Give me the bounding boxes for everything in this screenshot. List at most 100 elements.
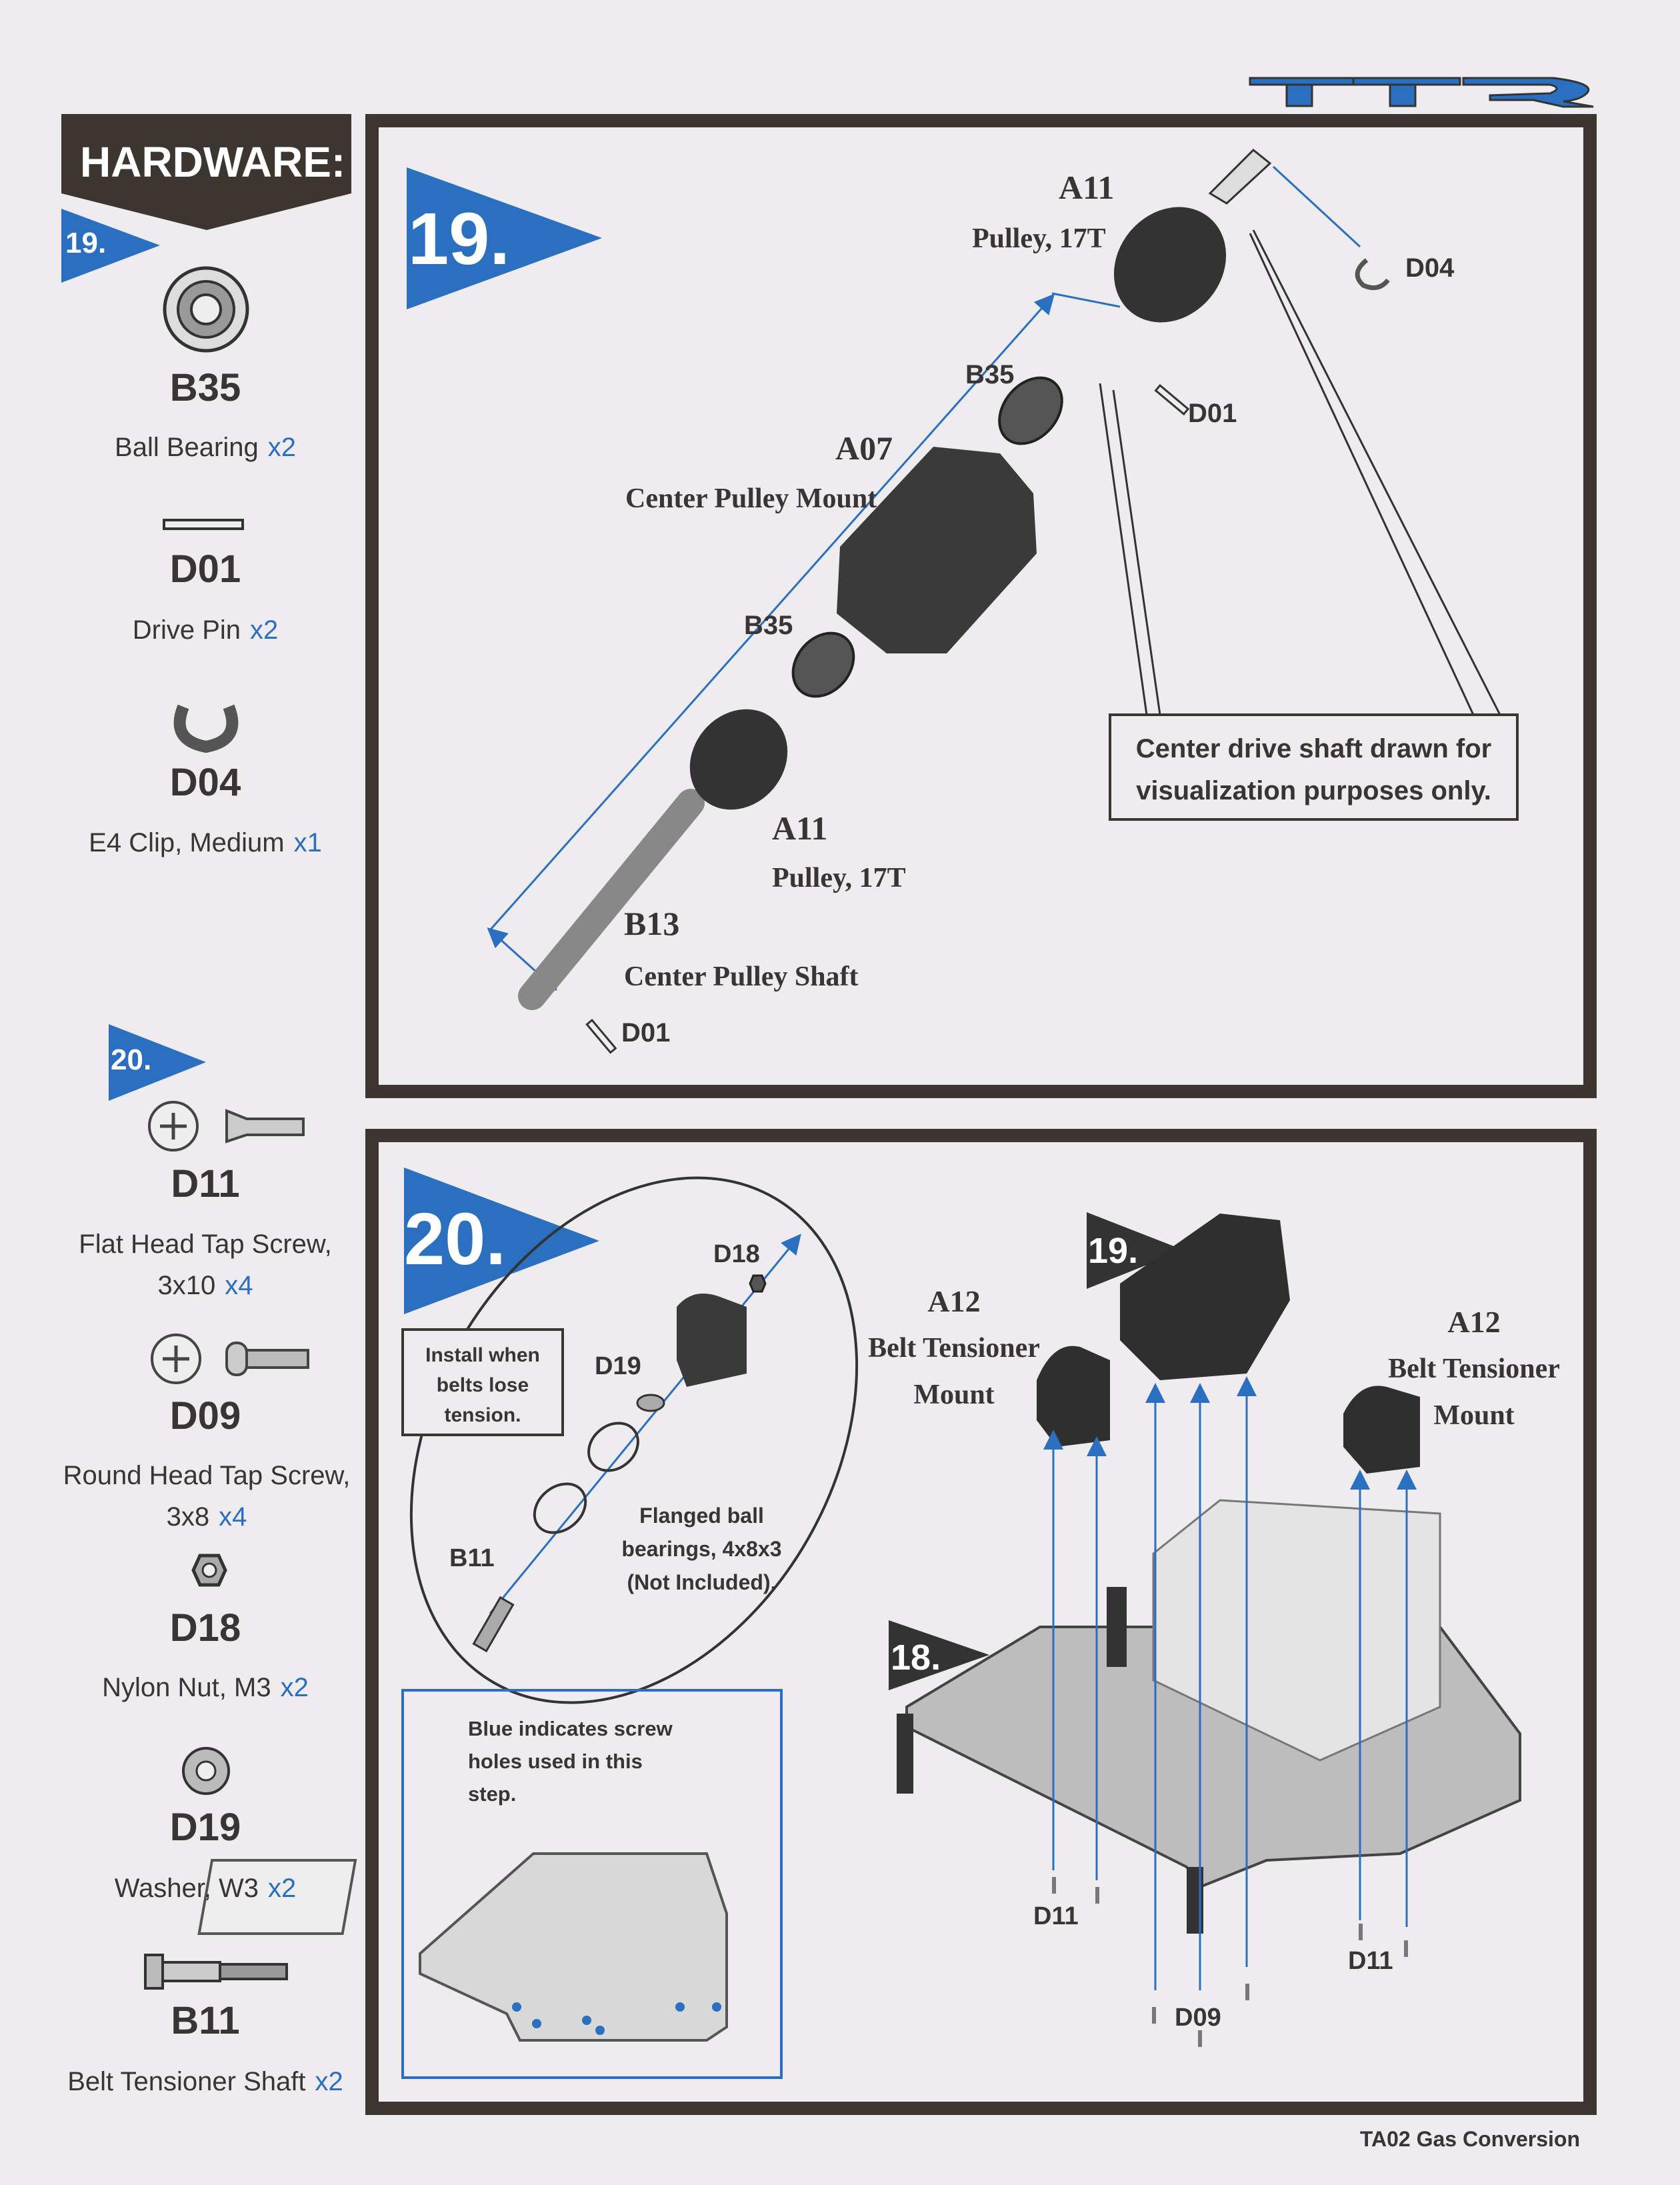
label-b35-bottom: B35 — [744, 611, 793, 640]
step-flag-20-small — [109, 1024, 206, 1101]
step-flag-19-ref — [1087, 1212, 1184, 1289]
round-head-screw-icon — [151, 1334, 309, 1384]
blue-note-box — [401, 1689, 783, 2079]
callout-line: Center drive shaft drawn for — [1135, 734, 1492, 763]
pulley-upper — [1113, 207, 1227, 323]
install-note-box — [401, 1328, 564, 1436]
label-b13: B13 — [624, 905, 680, 942]
center-drive-shaft-stub — [1208, 148, 1272, 205]
part-name: Mount — [913, 1380, 995, 1410]
label-d19: D19 — [595, 1352, 641, 1380]
part-name: E4 Clip, Medium — [89, 828, 285, 857]
belt-tensioner-mount-left — [1037, 1346, 1110, 1447]
part-code-d19: D19 — [169, 1806, 241, 1849]
flanged-bearings-note: Flanged ball bearings, 4x8x3 (Not Included… — [600, 1499, 803, 1599]
e-clip-icon — [173, 704, 239, 753]
label-d01-bottom: D01 — [621, 1018, 671, 1047]
part-qty: x2 — [315, 2067, 343, 2096]
part-name: Washer, W3 — [114, 1874, 259, 1903]
install-note: Install when belts lose tension. — [403, 1340, 563, 1430]
belt-tensioner-mount-right — [1343, 1386, 1420, 1474]
part-desc-b35: Ball Bearing x2 — [39, 427, 372, 468]
part-name: Drive Pin — [132, 615, 241, 645]
hardware-step-19: 19. — [65, 227, 107, 259]
label-d11-right: D11 — [1348, 1947, 1393, 1975]
center-pulley-mount — [837, 447, 1037, 653]
note-line: (Not Included). — [627, 1570, 777, 1594]
washer-icon — [182, 1747, 230, 1795]
step-flag-19 — [407, 167, 602, 309]
part-code-d01: D01 — [169, 547, 241, 591]
ref-step-19: 19. — [1088, 1231, 1139, 1271]
part-size: 3x8 — [166, 1502, 210, 1532]
step-flag-20 — [404, 1168, 599, 1314]
step-19-panel — [365, 114, 1597, 1098]
flat-head-screw-icon — [148, 1101, 305, 1152]
label-pulley-top: Pulley, 17T — [972, 223, 1106, 254]
part-name: Ball Bearing — [115, 433, 259, 462]
label-center-pulley-mount: Center Pulley Mount — [625, 483, 877, 514]
part-code-d18: D18 — [169, 1606, 241, 1650]
label-d09: D09 — [1175, 2004, 1221, 2032]
note-line: Install when — [425, 1344, 540, 1366]
part-name: Belt Tensioner — [1388, 1354, 1560, 1384]
label-pulley-bottom: Pulley, 17T — [772, 863, 906, 893]
center-pulley-assembly — [1120, 1214, 1290, 1380]
nylon-nut-icon — [191, 1554, 227, 1587]
e-clip-part — [1355, 258, 1390, 291]
ball-bearing-icon — [163, 266, 249, 353]
assembly-axis — [489, 293, 1055, 931]
part-qty: x2 — [267, 433, 296, 462]
ref-step-18: 18. — [891, 1638, 941, 1678]
part-qty: x2 — [250, 615, 279, 645]
note-line: tension. — [444, 1404, 521, 1426]
part-name: Mount — [1433, 1400, 1515, 1431]
part-name: Belt Tensioner Shaft — [67, 2067, 306, 2096]
note-line: belts lose — [436, 1374, 529, 1396]
note-line: Flanged ball — [639, 1504, 764, 1528]
label-a11-bottom: A11 — [772, 809, 828, 847]
step-flag-19-small — [61, 209, 160, 283]
step-20-panel — [365, 1129, 1597, 2115]
pulley-lower — [689, 709, 788, 810]
note-line: Blue indicates screw — [468, 1717, 673, 1740]
part-qty: x2 — [268, 1874, 297, 1903]
footer-title: TA02 Gas Conversion — [1359, 2127, 1580, 2151]
part-code-b11: B11 — [171, 1999, 240, 2042]
step-20-number: 20. — [404, 1198, 506, 1280]
hardware-step-20: 20. — [111, 1043, 152, 1076]
part-code: A12 — [1447, 1305, 1501, 1339]
bearing-lower — [791, 631, 855, 698]
part-name: Belt Tensioner — [868, 1333, 1040, 1364]
belt-tensioner-shaft-icon — [144, 1954, 288, 1990]
note-line: holes used in this — [468, 1750, 643, 1773]
part-desc-d01: Drive Pin x2 — [39, 609, 372, 651]
part-desc-b11: Belt Tensioner Shaft x2 — [39, 2061, 372, 2102]
note-line: bearings, 4x8x3 — [621, 1537, 782, 1561]
part-name: Nylon Nut, M3 — [102, 1673, 271, 1702]
center-pulley-shaft — [518, 789, 705, 1010]
label-d18: D18 — [713, 1240, 760, 1268]
part-name: Flat Head Tap Screw, — [79, 1230, 332, 1259]
hardware-header-banner — [61, 114, 351, 230]
note-line: step. — [468, 1782, 517, 1806]
part-code-b35: B35 — [169, 366, 241, 409]
hardware-title: HARDWARE: — [80, 138, 346, 186]
drive-pin-lower — [585, 1018, 617, 1054]
belt-tensioner-mount-detail — [677, 1294, 747, 1387]
bearing-upper — [998, 376, 1063, 445]
part-size: 3x10 — [157, 1271, 216, 1300]
drive-pin-upper — [1154, 383, 1190, 416]
label-b11: B11 — [449, 1544, 495, 1572]
label-d04: D04 — [1405, 253, 1455, 283]
drive-pin-icon — [163, 519, 244, 530]
label-d01-top: D01 — [1188, 399, 1237, 428]
b11-shaft-part — [472, 1596, 515, 1653]
part-desc-d19: Washer, W3 x2 — [39, 1868, 372, 1909]
